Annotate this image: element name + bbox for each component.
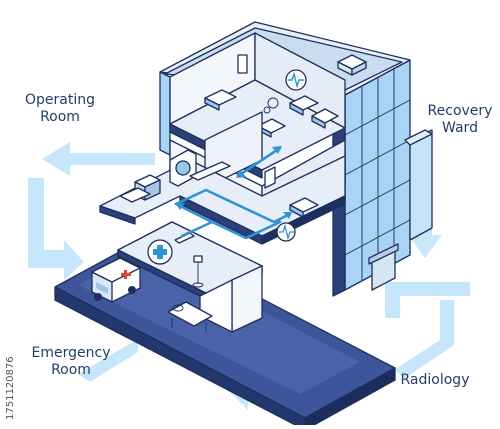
label-radiology-line1: Radiology xyxy=(400,372,470,388)
heartbeat-monitor-icon xyxy=(276,222,296,242)
flow-arrow-radiology-2 xyxy=(394,300,454,378)
floor-emergency xyxy=(117,221,263,333)
label-operating-room: Operating Room xyxy=(4,92,116,126)
label-recovery-ward: Recovery Ward xyxy=(418,103,500,137)
mri-scanner-icon xyxy=(169,149,231,187)
hospital-bed-icon xyxy=(289,197,319,218)
stretcher-icon xyxy=(119,187,151,203)
label-radiology: Radiology xyxy=(385,372,485,389)
ambulance-icon xyxy=(91,257,141,303)
wheelchair-icon xyxy=(263,97,279,114)
route-arrowheads xyxy=(176,146,292,219)
floor-recovery-ward xyxy=(169,32,346,179)
locker-icon xyxy=(264,166,276,189)
label-operating-room-line2: Room xyxy=(40,109,80,125)
stretcher-icon xyxy=(167,301,213,332)
flow-arrow-left xyxy=(28,178,84,280)
stock-id-text: 1751120876 xyxy=(5,356,16,420)
label-recovery-ward-line1: Recovery xyxy=(427,103,493,119)
hospital-bed-icon xyxy=(204,89,237,111)
label-emergency-room-line1: Emergency xyxy=(31,345,111,361)
heartbeat-monitor-icon xyxy=(285,69,307,91)
flow-arrow-emergency xyxy=(78,340,138,382)
label-emergency-room: Emergency Room xyxy=(14,345,128,379)
hospital-cross-icon xyxy=(147,239,173,265)
label-recovery-ward-line2: Ward xyxy=(442,120,478,136)
patient-route xyxy=(174,146,292,240)
label-emergency-room-line2: Room xyxy=(51,362,91,378)
hospital-bed-icon xyxy=(311,108,339,129)
hospital-bed-icon xyxy=(289,95,319,116)
flow-arrow-operating xyxy=(42,142,155,176)
label-operating-room-line1: Operating xyxy=(25,92,95,108)
stock-id-watermark: 1751120876 xyxy=(5,356,16,420)
flow-arrow-radiology xyxy=(385,282,470,318)
iv-stand-icon xyxy=(192,255,204,288)
